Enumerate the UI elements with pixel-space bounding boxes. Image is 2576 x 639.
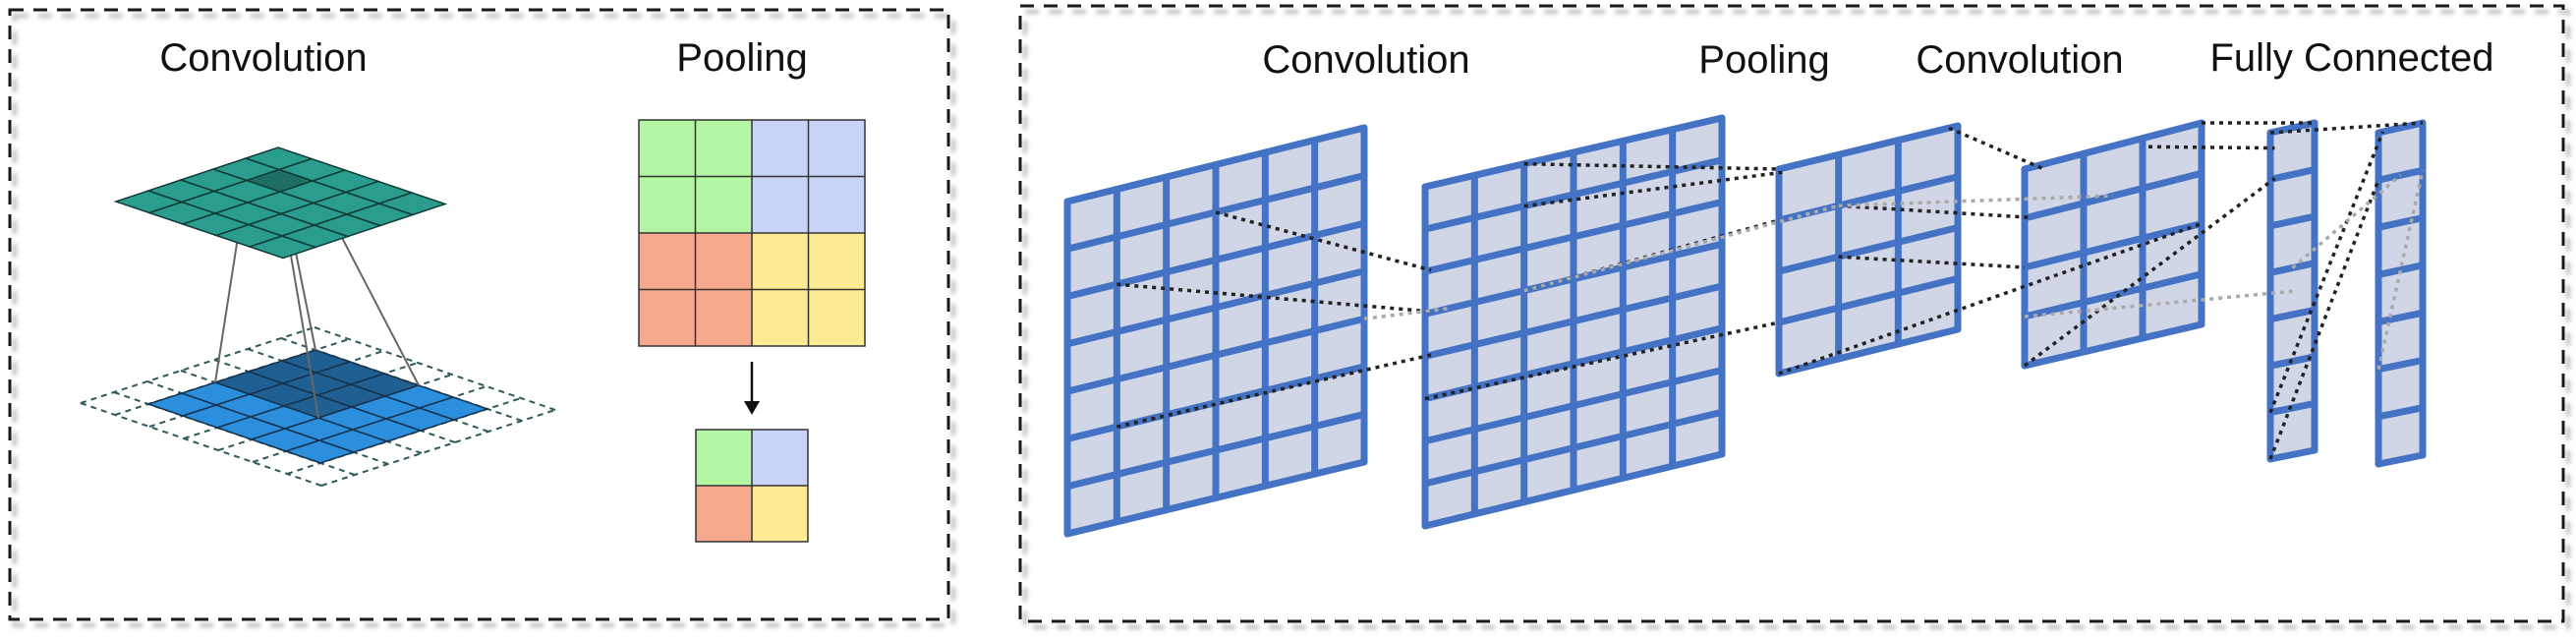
stage-label-fully-connected: Fully Connected [2209, 36, 2493, 80]
output-cell [376, 192, 448, 216]
fc-layer-2 [2375, 119, 2427, 468]
pooling-title: Pooling [676, 36, 807, 80]
layer-grid-line [1421, 156, 1726, 233]
pooling-output-grid [695, 429, 809, 543]
layer-grid-line [2266, 119, 2318, 137]
connection-line [1778, 221, 2203, 376]
padding-grid-line [80, 326, 315, 404]
layer-grid-line [2375, 261, 2427, 278]
layer-grid-line [1421, 199, 1726, 275]
left-panel-frame [8, 8, 950, 621]
connection-line-faint [1523, 203, 1840, 293]
connection-line [1215, 210, 1432, 272]
connection-line [2268, 179, 2380, 460]
layer-grid-line [1421, 450, 1726, 530]
padding-grid-line [320, 409, 556, 487]
layer-grid-line [1421, 282, 1726, 360]
pooling-input-grid [638, 119, 866, 347]
connection-line-faint [2024, 289, 2293, 319]
connection-line [1523, 161, 1780, 171]
layer-grid-line [2375, 214, 2427, 231]
connection-line-faint [1363, 306, 1450, 321]
layer-grid-line [1063, 124, 1368, 205]
layer-grid-line [1421, 240, 1726, 318]
layer-grid-line [2375, 356, 2427, 374]
layer-grid-line [1421, 408, 1726, 488]
layer-grid-line [2021, 270, 2205, 320]
pooling-layer [1775, 122, 1962, 378]
network-layers [1063, 114, 2427, 538]
layer-grid-line [1421, 324, 1726, 403]
layer-grid-line [2266, 399, 2318, 417]
connection-line [2023, 177, 2276, 368]
connection-line-faint [1838, 194, 2114, 207]
stage-label-pooling: Pooling [1698, 38, 1829, 82]
pool-out-blue [752, 430, 808, 486]
conv-layer-3 [2021, 119, 2205, 370]
layer-grid-line [1421, 114, 1726, 191]
connection-line [2269, 121, 2424, 135]
layer-grid-line [2266, 166, 2318, 183]
connection-line [1424, 320, 1780, 401]
layer-grid-line [1775, 274, 1962, 326]
layer-grid-line [1421, 367, 1726, 445]
layer-face [2378, 123, 2423, 464]
fc-layer-1 [2266, 119, 2318, 463]
pooling-arrow [744, 362, 760, 415]
convolution-title: Convolution [159, 36, 367, 80]
layer-grid-line [2021, 320, 2205, 370]
connection-line-faint [2376, 169, 2425, 371]
layer-grid-line [2021, 220, 2205, 271]
layer-grid-line [2021, 119, 2205, 173]
conv-layer-2 [1421, 114, 1726, 530]
layer-grid-line [1063, 267, 1368, 348]
layer-grid-line [1063, 315, 1368, 395]
pool-out-yellow [752, 486, 808, 542]
stage-label-convolution-2: Convolution [1916, 38, 2123, 82]
right-panel-frame [1018, 4, 2565, 623]
connection-line [2268, 131, 2385, 414]
layer-grid-line [1063, 458, 1368, 538]
connection-line-faint [2291, 173, 2402, 269]
connection-line [1116, 353, 1432, 429]
layer-grid-line [2375, 404, 2427, 421]
left-panel: Convolution Pooling [8, 8, 956, 628]
layer-grid-line [2266, 306, 2318, 323]
layer-grid-line [2266, 212, 2318, 230]
layer-grid-line [1063, 410, 1368, 491]
conv-layer-1 [1063, 124, 1368, 538]
connection-line [1948, 126, 2043, 170]
layer-grid-line [1775, 224, 1962, 275]
stage-label-convolution-1: Convolution [1262, 38, 1469, 82]
connection-line [2147, 145, 2275, 150]
pool-out-red [696, 486, 752, 542]
pool-out-green [696, 430, 752, 486]
layer-grid-line [2375, 451, 2427, 468]
input-cell [417, 396, 490, 421]
layer-grid-line [2266, 446, 2318, 463]
layer-grid-line [1775, 122, 1962, 173]
layer-grid-line [2375, 309, 2427, 326]
right-panel: Convolution Pooling Convolution Fully Co… [1018, 4, 2571, 630]
layer-grid-line [1775, 325, 1962, 378]
convolution-illustration [80, 146, 556, 487]
